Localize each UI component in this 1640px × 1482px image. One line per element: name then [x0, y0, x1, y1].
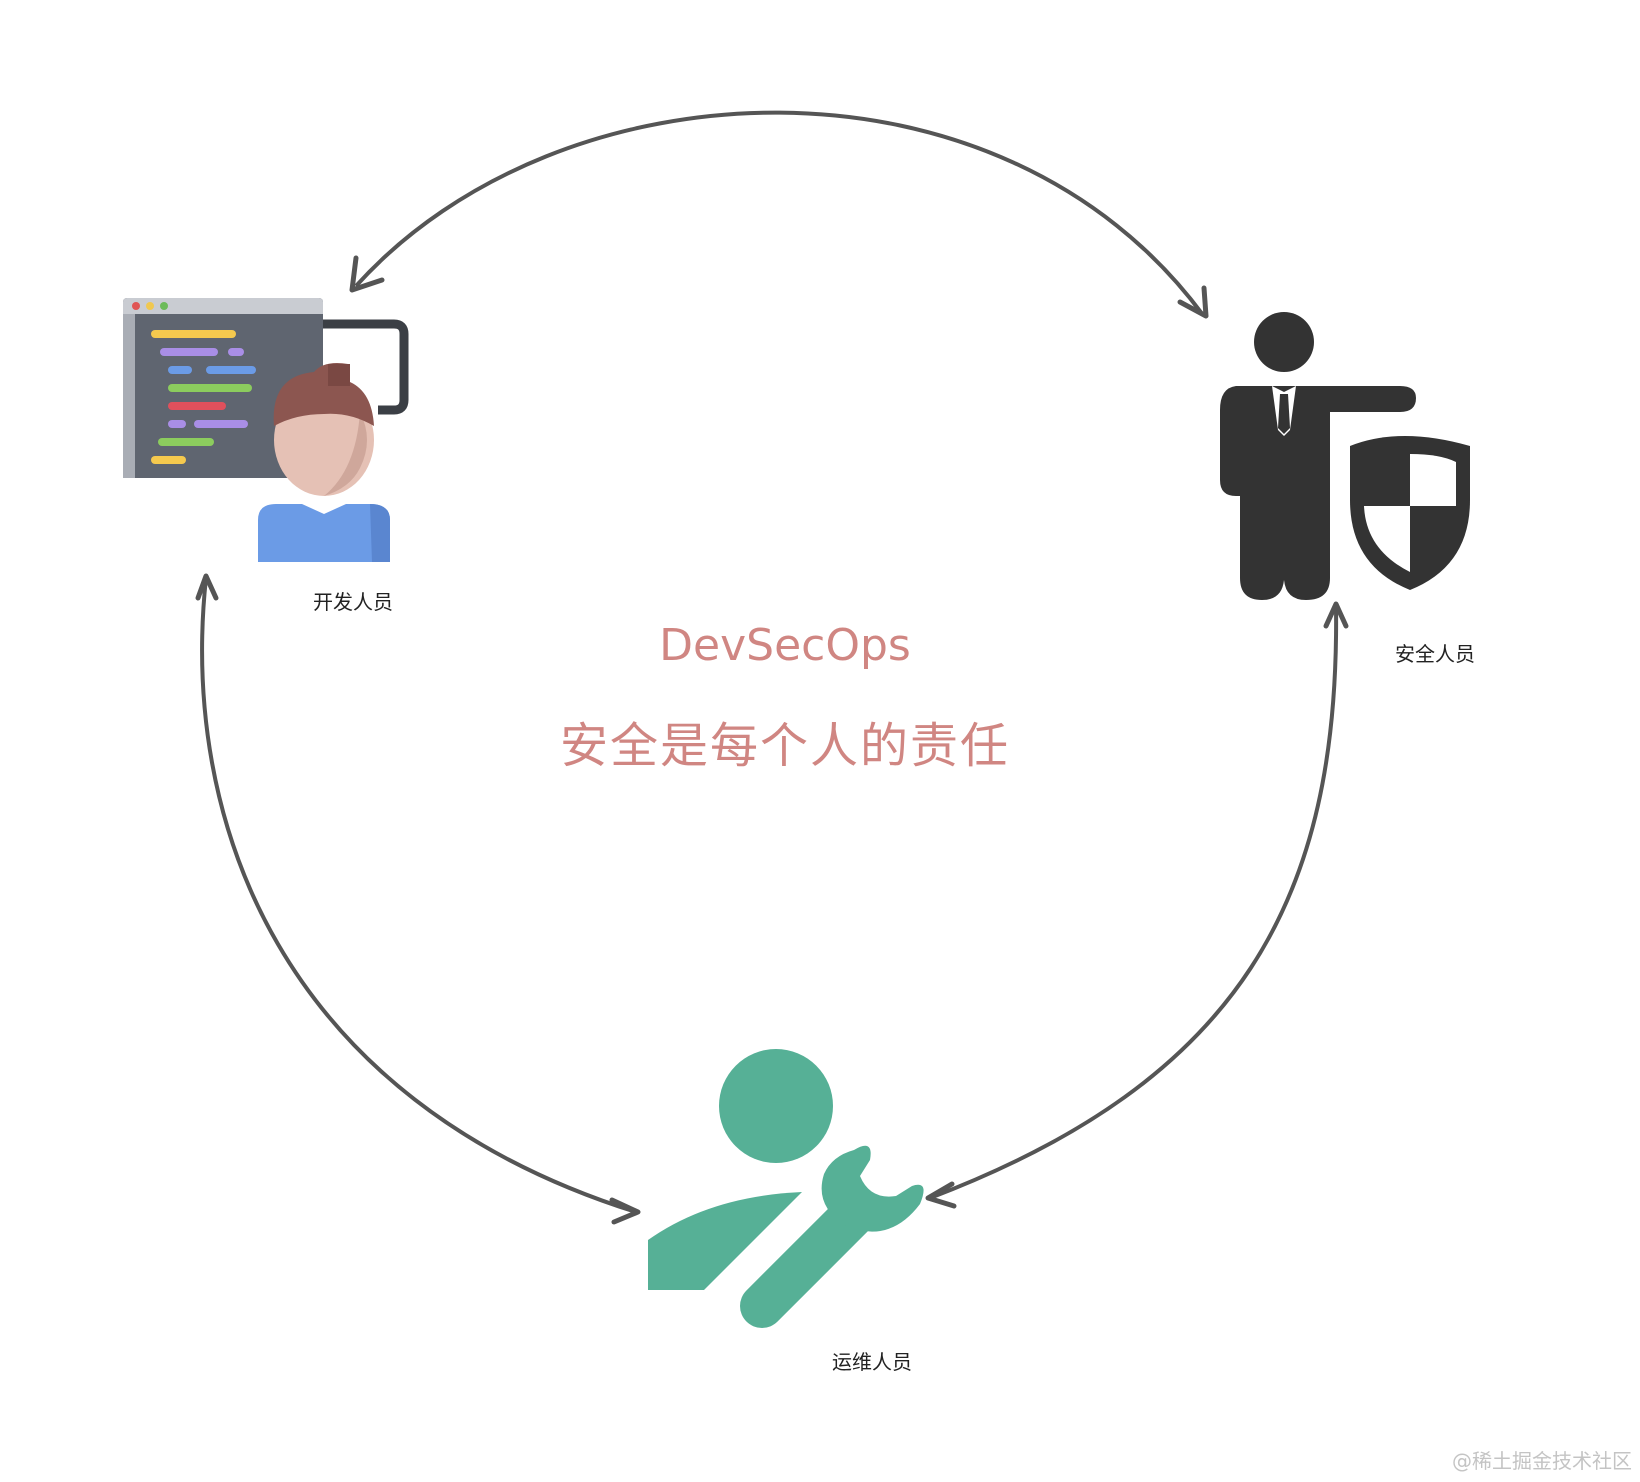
arrow-security-ops [929, 605, 1339, 1200]
arrow-developer-ops [200, 577, 637, 1214]
security-person-shield-icon [1220, 312, 1470, 600]
arrow-head-ops-left [609, 1197, 641, 1225]
diagram-title: DevSecOps [659, 620, 911, 671]
arrow-head-developer [349, 255, 385, 293]
arrow-developer-security [354, 110, 1205, 317]
developer-at-computer-icon [123, 298, 409, 562]
diagram-subtitle: 安全是每个人的责任 [559, 718, 1010, 774]
ops-person-wrench-icon [648, 1049, 924, 1328]
security-label: 安全人员 [1395, 642, 1475, 666]
arrow-head-security-bottom [1323, 601, 1349, 629]
developer-label: 开发人员 [313, 590, 393, 614]
arrow-head-security-top [1177, 285, 1209, 319]
arrow-head-developer-bottom [195, 573, 219, 601]
ops-label: 运维人员 [832, 1350, 912, 1374]
watermark: @稀土掘金技术社区 [1452, 1449, 1632, 1473]
arrow-head-ops-right [925, 1181, 957, 1209]
